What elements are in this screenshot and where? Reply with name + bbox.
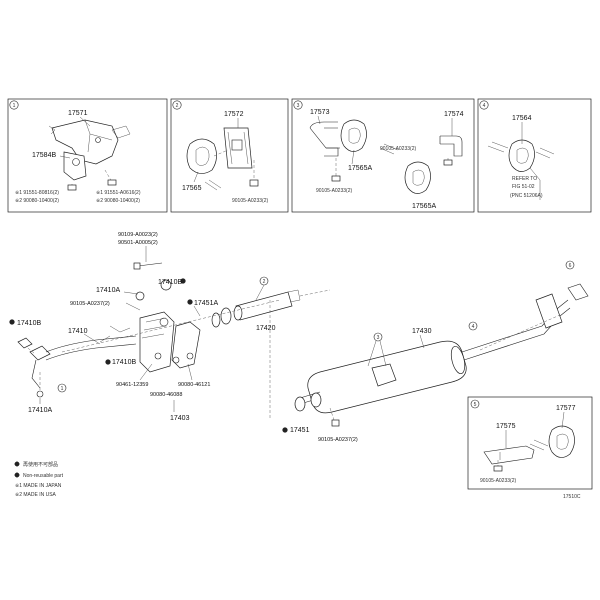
svg-text:1: 1 <box>13 103 16 109</box>
center-pipe-17420-drawing <box>211 289 331 328</box>
front-pipe-17410-drawing <box>17 325 137 398</box>
converter-17403-drawing <box>139 311 201 373</box>
inset4-refer-line-1[interactable]: REFER TO <box>512 176 537 182</box>
part-17410a-bottom-label[interactable]: 17410A <box>28 407 52 414</box>
non-reusable-dot <box>105 359 111 365</box>
inset5-part-17575-label[interactable]: 17575 <box>496 423 516 430</box>
inset-callout-5[interactable]: 5 <box>470 399 480 409</box>
inset4-refer-line-3[interactable]: (PNC 51206A) <box>510 193 543 199</box>
inset3-part-17565a-label-2[interactable]: 17565A <box>412 203 436 210</box>
legend-made-in-usa: ※2 MADE IN USA <box>15 492 57 498</box>
non-reusable-dot <box>180 278 186 284</box>
svg-text:1: 1 <box>61 386 64 392</box>
part-17410b-mid-label[interactable]: 17410B <box>112 359 136 366</box>
guide-line-3 <box>479 314 561 351</box>
bolt-90109-label[interactable]: 90109-A0023(2) <box>118 232 158 238</box>
part-17410-label[interactable]: 17410 <box>68 328 88 335</box>
screw-90105-left-label[interactable]: 90105-A0237(2) <box>70 301 110 307</box>
svg-text:4: 4 <box>483 103 486 109</box>
inset1-bolt-b-label[interactable]: ※2 90080-10400(2) <box>15 198 59 204</box>
inset2-screw-label[interactable]: 90105-A0233(2) <box>232 198 268 204</box>
tail-pipe-muffler-17430-drawing <box>299 283 589 414</box>
inset-box-2 <box>170 98 289 213</box>
part-17410a-top-label[interactable]: 17410A <box>96 287 120 294</box>
svg-text:2: 2 <box>263 279 266 285</box>
inset1-part-17584b-label[interactable]: 17584B <box>32 152 56 159</box>
inset-callout-3[interactable]: 3 <box>293 100 303 110</box>
inset5-hanger-drawing <box>483 425 575 472</box>
part-17451a-label[interactable]: 17451A <box>194 300 218 307</box>
inset1-bracket-drawing <box>48 119 131 191</box>
inset4-refer-line-2[interactable]: FIG 51-02 <box>512 184 535 190</box>
legend-dot-jp <box>14 461 20 467</box>
inset5-screw-label[interactable]: 90105-A0233(2) <box>480 478 516 484</box>
bolt-90461-label[interactable]: 90461-12359 <box>116 382 148 388</box>
part-17430-label[interactable]: 17430 <box>412 328 432 335</box>
inset2-hanger-drawing <box>186 127 259 191</box>
nut-90080-b-label[interactable]: 90080-46088 <box>150 392 182 398</box>
inset1-bolt-a-label[interactable]: ※1 91551-80816(2) <box>15 190 59 196</box>
svg-text:6: 6 <box>569 263 572 269</box>
screw-90105-bottom-label[interactable]: 90105-A0237(2) <box>318 437 358 443</box>
part-17410b-top-label[interactable]: 17410B <box>158 279 182 286</box>
inset-callout-1[interactable]: 1 <box>9 100 19 110</box>
inset3-screw-label-1[interactable]: 90105-A0233(2) <box>316 188 352 194</box>
part-17451-label[interactable]: 17451 <box>290 427 310 434</box>
legend-dot-en <box>14 472 20 478</box>
non-reusable-dot <box>282 427 288 433</box>
part-17410b-left-label[interactable]: 17410B <box>17 320 41 327</box>
inset3-hanger-drawing <box>309 119 463 194</box>
inset-callout-4[interactable]: 4 <box>479 100 489 110</box>
inset-box-1 <box>7 98 168 213</box>
inset1-bolt-d-label[interactable]: ※2 90080-10400(2) <box>96 198 140 204</box>
main-callout-2[interactable]: 2 <box>259 276 269 286</box>
non-reusable-dot <box>187 299 193 305</box>
inset-box-4 <box>477 98 592 213</box>
main-callout-6[interactable]: 6 <box>565 260 575 270</box>
inset3-part-17574-label[interactable]: 17574 <box>444 111 464 118</box>
main-callout-1[interactable]: 1 <box>57 383 67 393</box>
inset-callout-2[interactable]: 2 <box>172 100 182 110</box>
inset3-screw-label-2[interactable]: 90105-A0233(2) <box>380 146 416 152</box>
inset4-part-17564-label[interactable]: 17564 <box>512 115 532 122</box>
gasket-17451-drawing <box>294 392 340 427</box>
inset-box-5 <box>467 396 593 490</box>
svg-text:5: 5 <box>474 402 477 408</box>
inset-box-3 <box>291 98 475 213</box>
inset1-bolt-c-label[interactable]: ※1 91551-A0616(2) <box>96 190 141 196</box>
main-callout-3[interactable]: 3 <box>373 332 383 342</box>
legend-made-in-japan: ※1 MADE IN JAPAN <box>15 483 62 489</box>
part-17420-label[interactable]: 17420 <box>256 325 276 332</box>
svg-text:2: 2 <box>176 103 179 109</box>
inset2-part-17565-label[interactable]: 17565 <box>182 185 202 192</box>
nut-90501-label[interactable]: 90501-A0005(2) <box>118 240 158 246</box>
non-reusable-dot <box>9 319 15 325</box>
inset2-part-17572-label[interactable]: 17572 <box>224 111 244 118</box>
figure-code: 17510C <box>563 494 581 500</box>
guide-line-1 <box>61 299 281 353</box>
inset3-part-17565a-label-1[interactable]: 17565A <box>348 165 372 172</box>
legend-non-reusable-jp: 再使用不可部品 <box>23 461 58 468</box>
inset3-part-17573-label[interactable]: 17573 <box>310 109 330 116</box>
main-callout-4[interactable]: 4 <box>468 321 478 331</box>
svg-text:3: 3 <box>377 335 380 341</box>
inset5-part-17577-label[interactable]: 17577 <box>556 405 576 412</box>
legend: 再使用不可部品 Non-reusable part ※1 MADE IN JAP… <box>14 461 64 498</box>
svg-text:3: 3 <box>297 103 300 109</box>
svg-text:4: 4 <box>472 324 475 330</box>
inset1-part-17571-label[interactable]: 17571 <box>68 110 88 117</box>
nut-90080-a-label[interactable]: 90080-46121 <box>178 382 210 388</box>
inset4-hanger-drawing <box>487 139 555 200</box>
part-17403-label[interactable]: 17403 <box>170 415 190 422</box>
legend-non-reusable-en: Non-reusable part <box>23 473 64 479</box>
